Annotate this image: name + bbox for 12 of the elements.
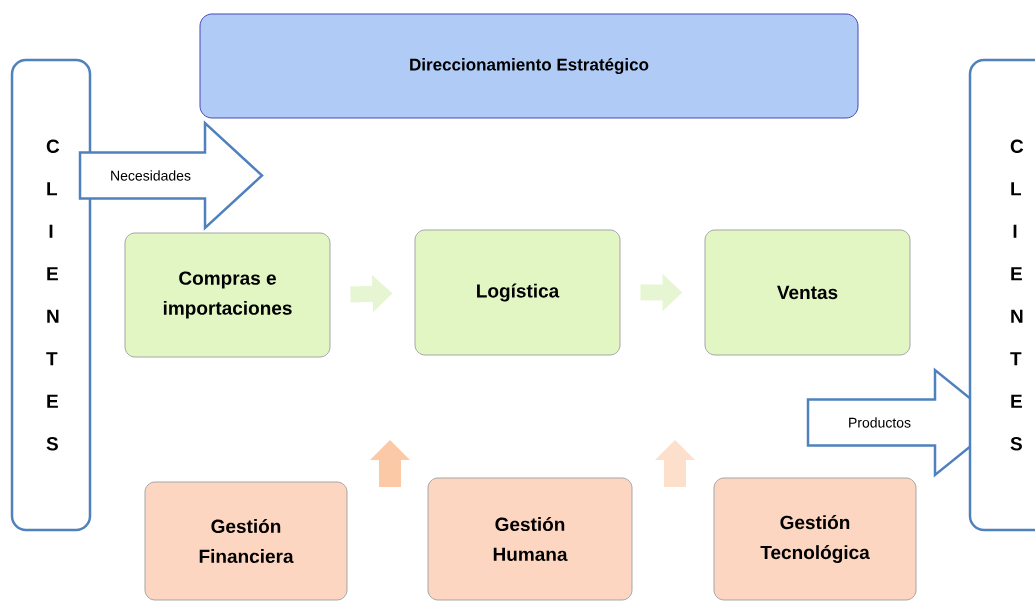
support-box: Gestión Financiera bbox=[144, 481, 348, 601]
process-box: Compras e importaciones bbox=[124, 232, 331, 358]
header-box: Direccionamiento Estratégico bbox=[199, 13, 859, 119]
arrow-callout: Necesidades bbox=[78, 120, 264, 231]
side-panel: C L I E N T E S bbox=[10, 58, 92, 532]
up-arrow-shape bbox=[370, 440, 410, 487]
support-box: Gestión Humana bbox=[427, 477, 633, 601]
side-panel: C L I E N T E S bbox=[968, 58, 1035, 532]
support-box: Gestión Tecnológica bbox=[713, 477, 917, 601]
up-arrow-shape bbox=[655, 440, 695, 487]
process-box: Logística bbox=[414, 229, 621, 356]
process-box: Ventas bbox=[704, 229, 911, 356]
